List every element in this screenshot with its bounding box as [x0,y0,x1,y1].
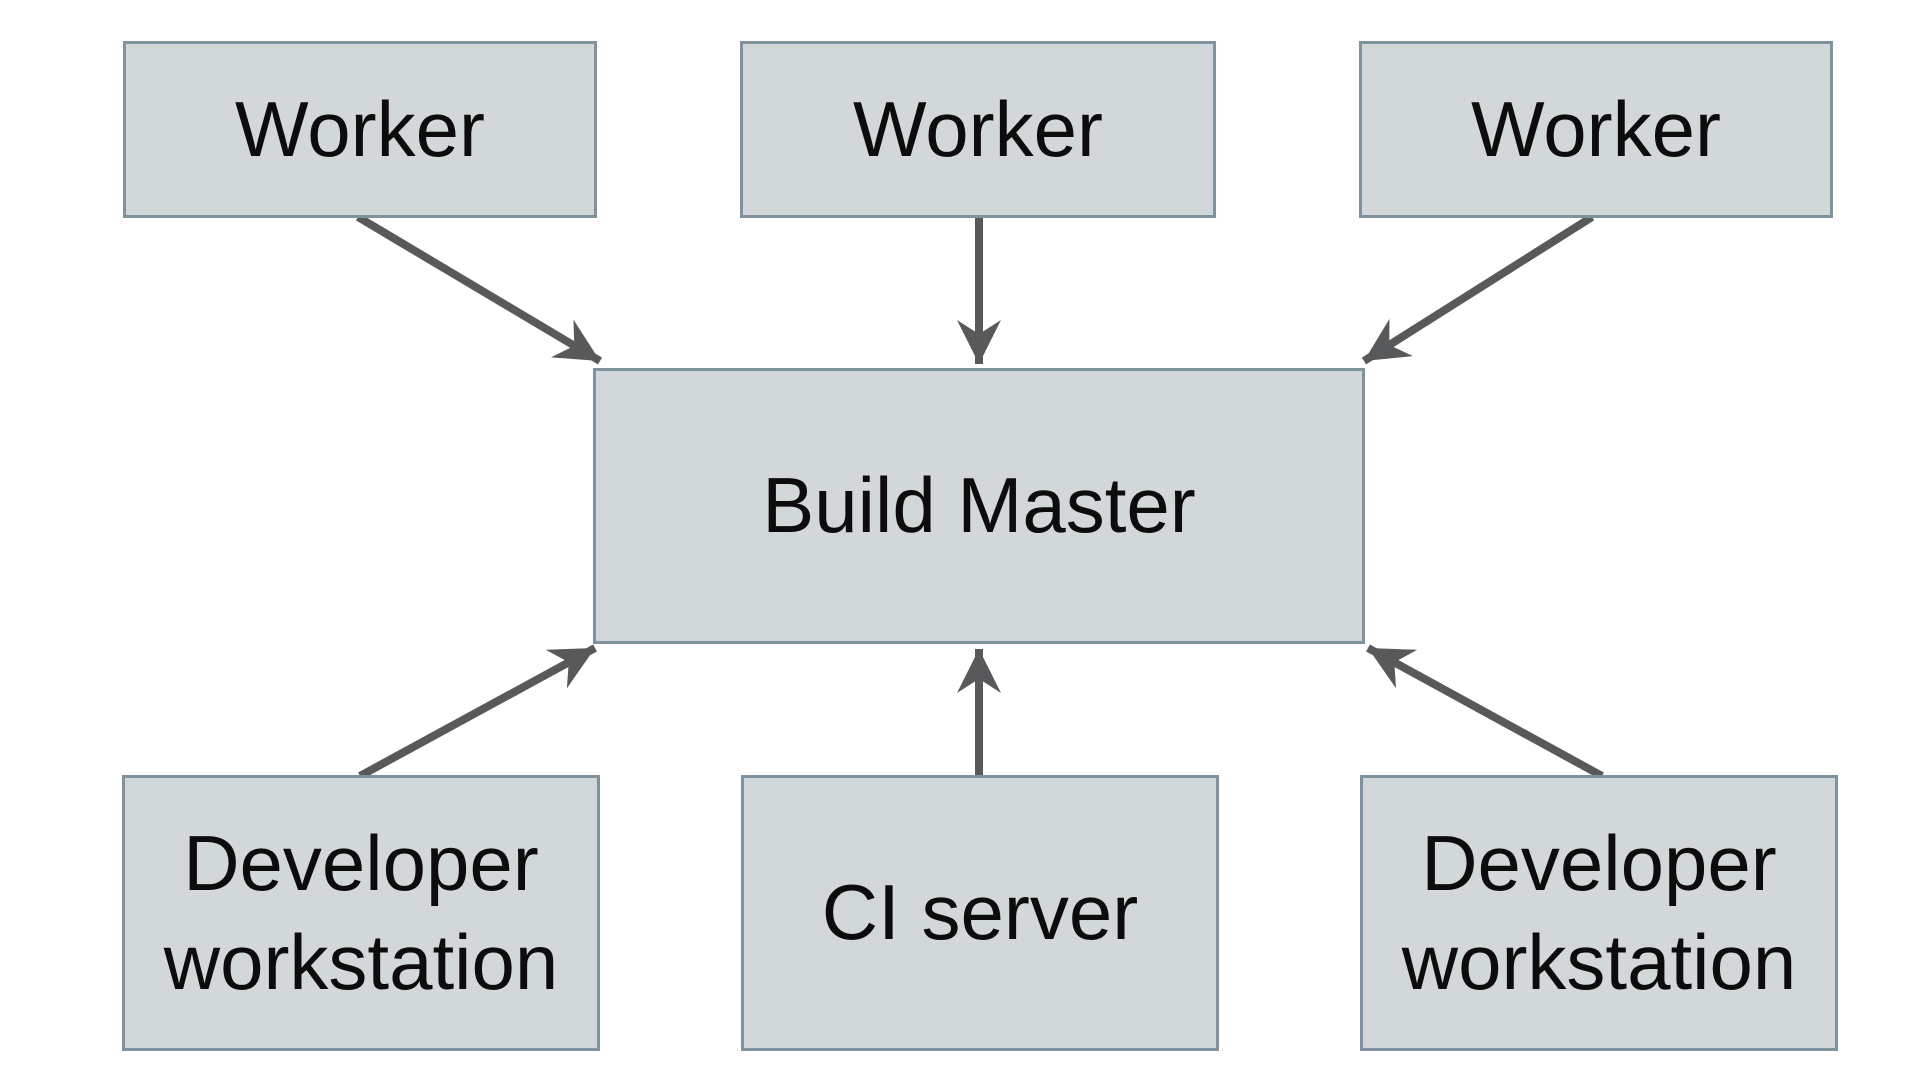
node-worker-right: Worker [1359,41,1833,218]
node-ci-server: CI server [741,775,1219,1051]
node-label: Worker [235,84,485,173]
edge-worker-right-to-build-master [1361,213,1595,365]
node-label: Developer workstation [1401,818,1797,1006]
node-worker-left: Worker [123,41,597,218]
node-label: Worker [1471,84,1721,173]
edge-worker-left-to-build-master [355,213,603,365]
node-label: CI server [821,868,1139,957]
edge-dev-left-to-build-master [358,644,597,780]
node-label: Worker [853,84,1103,173]
node-label: Developer workstation [163,818,559,1006]
node-developer-workstation-left: Developer workstation [122,775,600,1051]
node-developer-workstation-right: Developer workstation [1360,775,1838,1051]
node-worker-middle: Worker [740,41,1216,218]
node-build-master: Build Master [593,368,1365,644]
node-label: Build Master [762,461,1196,550]
edge-dev-right-to-build-master [1366,644,1604,780]
